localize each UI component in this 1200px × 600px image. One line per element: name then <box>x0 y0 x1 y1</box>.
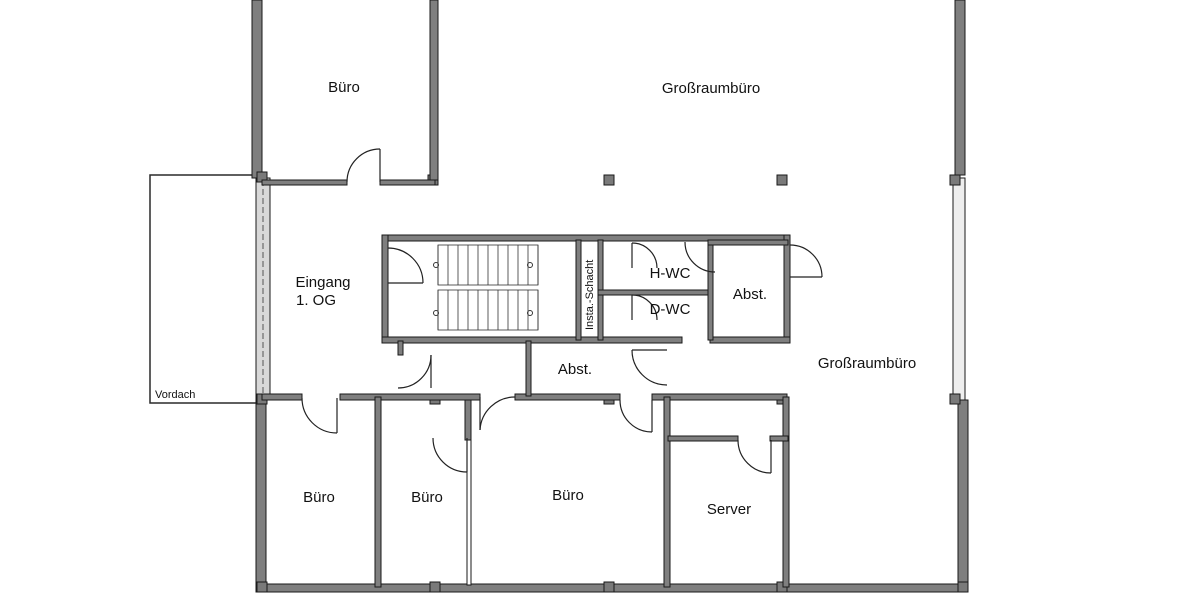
label-buero-bottom-1: Büro <box>303 489 335 506</box>
label-buero-bottom-2: Büro <box>411 489 443 506</box>
vordach-canopy <box>149 174 262 404</box>
label-buero-top: Büro <box>328 79 360 96</box>
label-insta-schacht: Insta.-Schacht <box>584 260 596 330</box>
central-core <box>381 234 791 344</box>
label-vordach: Vordach <box>155 389 195 401</box>
wc-doors <box>631 241 823 321</box>
label-grossraum-right: Großraumbüro <box>818 355 916 372</box>
label-d-wc: D-WC <box>650 301 691 318</box>
label-buero-bottom-3: Büro <box>552 487 584 504</box>
stair-marker <box>527 310 533 316</box>
stair-marker <box>527 262 533 268</box>
label-abst-center: Abst. <box>558 361 592 378</box>
label-eingang: Eingang <box>295 274 350 291</box>
label-abst-right: Abst. <box>733 286 767 303</box>
lower-doors <box>301 349 772 474</box>
stair-marker <box>433 262 439 268</box>
label-server: Server <box>707 501 751 518</box>
label-h-wc: H-WC <box>650 265 691 282</box>
stair-marker <box>433 310 439 316</box>
label-eingang-og: 1. OG <box>296 292 336 309</box>
lower-walls <box>261 340 790 588</box>
top-office-walls <box>261 0 439 186</box>
stair-treads <box>433 245 539 330</box>
room-labels: Büro Großraumbüro Eingang 1. OG H-WC D-W… <box>155 79 916 518</box>
label-grossraum-top: Großraumbüro <box>662 80 760 97</box>
